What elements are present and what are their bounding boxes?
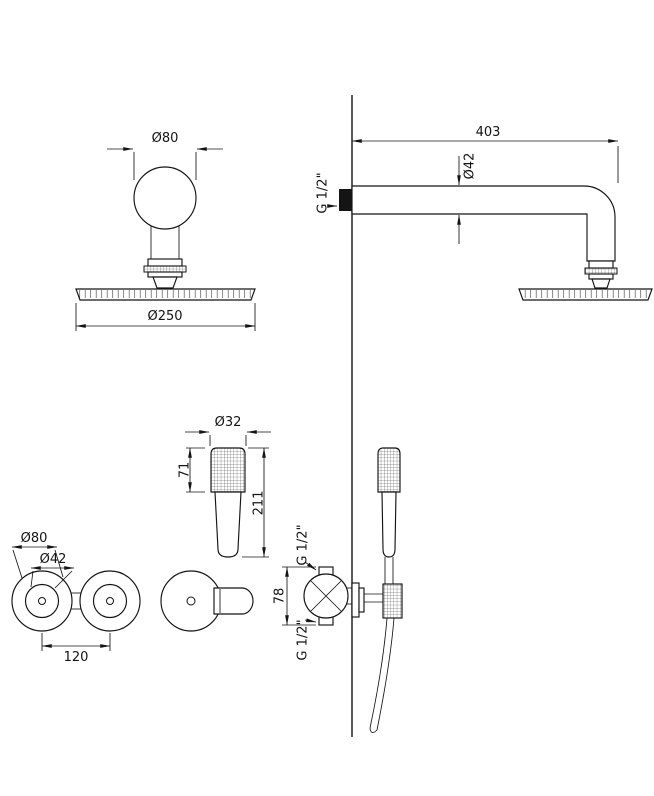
label-handle-diameter: Ø80 xyxy=(21,531,48,546)
label-head-diameter: Ø250 xyxy=(147,309,182,324)
outlet-collar xyxy=(358,587,365,613)
connector-ring xyxy=(147,258,183,267)
wall-flange-circle xyxy=(133,166,197,230)
label-elbow-height: 78 xyxy=(273,588,288,605)
arm-head-connector xyxy=(584,260,618,289)
connector-taper xyxy=(591,278,611,289)
dim-flange-diameter: Ø80 xyxy=(107,131,223,180)
leader-line xyxy=(304,618,317,623)
overhead-shower-side-view: 403 Ø42 G 1/2" xyxy=(316,125,653,301)
label-handle-spacing: 120 xyxy=(64,650,89,665)
wall-flange-solid xyxy=(339,189,352,211)
elbow-cross-line-2 xyxy=(310,580,342,612)
overhead-shower-front-view: Ø80 Ø250 xyxy=(75,131,256,331)
outlet-holder xyxy=(351,582,403,619)
handshower-handle xyxy=(214,491,242,558)
connector-knurled-nut xyxy=(143,265,187,273)
label-rosette-diameter: Ø42 xyxy=(40,552,67,567)
leader-line xyxy=(304,561,317,571)
dim-handshower-total-length: 211 xyxy=(242,447,269,558)
label-elbow-bottom-thread: G 1/2" xyxy=(296,619,311,660)
mixer-handle-right xyxy=(79,570,141,632)
dim-arm-diameter: Ø42 xyxy=(457,153,478,244)
extension-line-right xyxy=(54,570,73,589)
dim-rosette-diameter: Ø42 xyxy=(30,552,75,589)
arm-head-connector-front xyxy=(143,258,187,289)
dim-elbow-top-thread: G 1/2" xyxy=(296,524,317,571)
connector-ring xyxy=(588,260,614,269)
label-arm-thread: G 1/2" xyxy=(316,172,331,213)
label-elbow-top-thread: G 1/2" xyxy=(296,524,311,565)
hose-right-edge xyxy=(376,617,395,731)
handshower-holder-knurled xyxy=(382,583,403,619)
handle-center-dot xyxy=(38,597,46,605)
hand-shower-hanging xyxy=(377,447,401,584)
dim-elbow-height: 78 xyxy=(273,566,316,626)
dim-arm-length: 403 xyxy=(351,125,619,183)
handle-side-center-dot xyxy=(186,596,196,606)
label-arm-length: 403 xyxy=(476,125,501,140)
connector-ring-lower xyxy=(147,271,183,278)
extension-line-right xyxy=(54,549,64,578)
hose-end-cap xyxy=(369,727,378,733)
hanging-handshower-handle xyxy=(381,491,397,558)
dim-head-diameter: Ø250 xyxy=(75,303,256,331)
dim-elbow-bottom-thread: G 1/2" xyxy=(296,618,317,661)
elbow-body xyxy=(303,566,352,626)
dim-arm-thread: G 1/2" xyxy=(316,172,338,214)
mixer-handle-side-view xyxy=(160,570,254,632)
handshower-head xyxy=(210,447,246,493)
connector-ring-lower xyxy=(588,273,614,280)
connector-knurled-nut xyxy=(584,267,618,275)
label-flange-diameter: Ø80 xyxy=(152,131,179,146)
label-arm-diameter: Ø42 xyxy=(463,153,478,180)
dim-handshower-head-length: 71 xyxy=(178,447,205,493)
dim-handle-diameter: Ø80 xyxy=(11,531,64,579)
extension-line-left xyxy=(30,570,34,588)
shower-hose xyxy=(369,617,395,733)
hand-shower-front-view: Ø32 71 211 xyxy=(178,415,271,558)
label-handshower-total-length: 211 xyxy=(252,491,267,516)
connector-taper xyxy=(152,276,178,289)
handle-side-lever xyxy=(213,587,254,615)
wall-outlet-view: G 1/2" G 1/2" 78 xyxy=(273,447,403,733)
shower-head-front-profile xyxy=(75,288,256,301)
handle-center-dot xyxy=(106,597,114,605)
dim-handle-spacing: 120 xyxy=(41,633,111,665)
label-handshower-diameter: Ø32 xyxy=(215,415,242,430)
shower-head-side-profile xyxy=(518,288,653,301)
dim-handshower-diameter: Ø32 xyxy=(185,415,271,446)
label-handshower-head-length: 71 xyxy=(178,462,193,479)
mixer-front-view: Ø80 Ø42 120 xyxy=(11,531,254,665)
outlet-wall-rosette xyxy=(351,582,360,618)
extension-line-left xyxy=(12,549,23,579)
shower-arm-outline xyxy=(351,185,616,262)
hanging-handshower-head xyxy=(377,447,401,493)
hose-left-edge xyxy=(369,617,388,729)
